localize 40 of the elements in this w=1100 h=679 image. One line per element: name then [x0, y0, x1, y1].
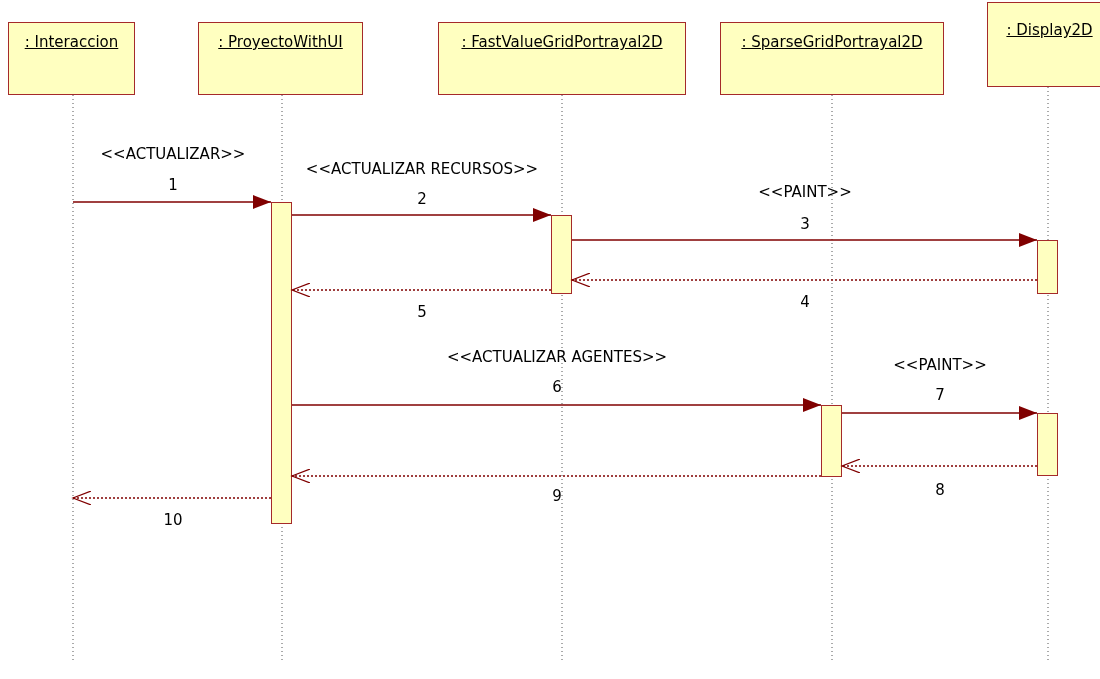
object-name: : Interaccion	[24, 33, 119, 51]
stereotype-label: <<PAINT>>	[893, 356, 987, 374]
message-arrow	[841, 458, 1038, 474]
object-name: : Display2D	[1006, 21, 1093, 39]
edge-label: 9	[552, 487, 562, 505]
edge-label: 3	[800, 215, 810, 233]
stereotype-label: <<ACTUALIZAR AGENTES>>	[446, 348, 668, 366]
message-arrow	[571, 272, 1038, 288]
stereotype-label: <<ACTUALIZAR>>	[100, 145, 246, 163]
message-arrow	[291, 282, 552, 298]
object-name: : ProyectoWithUI	[218, 33, 343, 51]
object-name: : SparseGridPortrayal2D	[741, 33, 923, 51]
message-arrow	[571, 233, 1038, 247]
edge-label: 5	[417, 303, 427, 321]
edge-label: 4	[800, 293, 810, 311]
lifeline-head	[720, 22, 944, 95]
message-arrow	[291, 468, 822, 484]
edge-label: 7	[935, 386, 945, 404]
message-arrow	[841, 406, 1038, 420]
stereotype-label: <<PAINT>>	[758, 183, 852, 201]
stereotype-label: <<ACTUALIZAR RECURSOS>>	[305, 160, 539, 178]
lifeline-head	[987, 2, 1100, 87]
message-arrow	[72, 195, 272, 209]
object-name: : FastValueGridPortrayal2D	[461, 33, 663, 51]
lifeline-head	[198, 22, 363, 95]
activation-bar	[821, 405, 842, 477]
edge-label: 6	[552, 378, 562, 396]
activation-bar	[1037, 240, 1058, 294]
message-arrow	[291, 208, 552, 222]
activation-bar	[271, 202, 292, 524]
edge-label: 10	[163, 511, 183, 529]
edge-label: 8	[935, 481, 945, 499]
activation-bar	[551, 215, 572, 294]
lifeline-head	[8, 22, 135, 95]
edge-label: 1	[168, 176, 178, 194]
activation-bar	[1037, 413, 1058, 476]
message-arrow	[291, 398, 822, 412]
message-arrow	[72, 490, 272, 506]
lifeline-head	[438, 22, 686, 95]
edge-label: 2	[417, 190, 427, 208]
